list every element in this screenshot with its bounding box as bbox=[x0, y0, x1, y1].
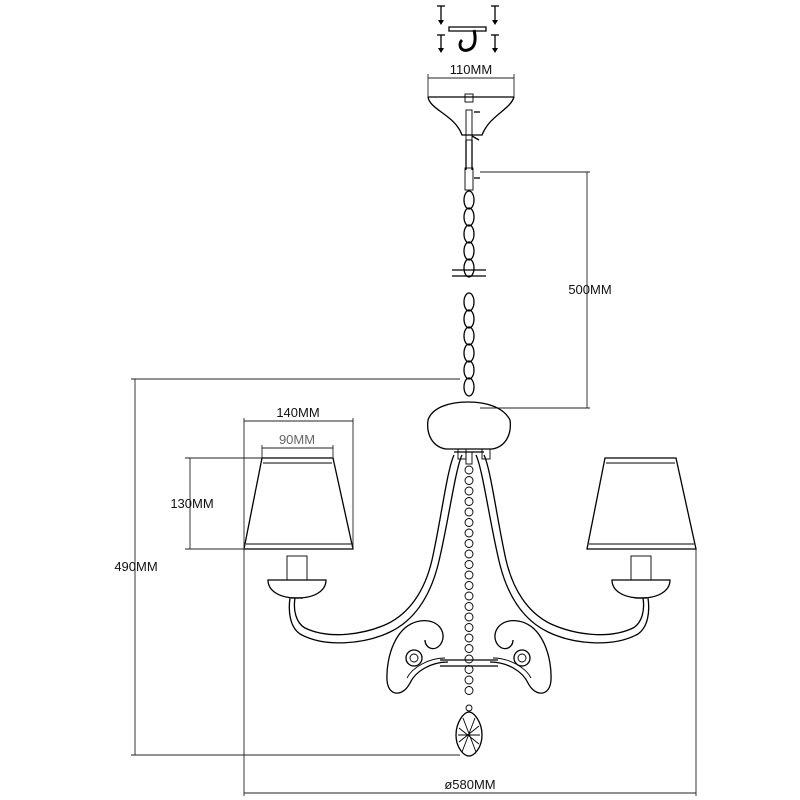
mounting-hardware bbox=[437, 5, 499, 53]
bead bbox=[464, 602, 474, 611]
screw-icon bbox=[491, 5, 499, 25]
screw-icon bbox=[437, 34, 445, 53]
screw-icon bbox=[491, 34, 499, 53]
bead bbox=[464, 654, 474, 664]
canopy-dimension: 110MM bbox=[427, 62, 515, 97]
canopy bbox=[427, 93, 515, 141]
bead bbox=[464, 665, 474, 674]
left-scroll-ornament bbox=[386, 620, 449, 694]
chain-link bbox=[463, 292, 475, 312]
chain-link bbox=[463, 377, 475, 397]
chain-dimension: 500MM bbox=[480, 171, 612, 409]
bead bbox=[464, 507, 474, 517]
chain-link bbox=[463, 258, 475, 278]
cross-bar bbox=[440, 659, 498, 667]
bead bbox=[464, 486, 474, 496]
chain-link bbox=[463, 207, 475, 227]
right-scroll-ornament bbox=[489, 620, 552, 694]
bead bbox=[464, 560, 474, 569]
shade-height-dimension: 130MM bbox=[170, 457, 262, 550]
bead bbox=[464, 633, 474, 643]
chain-link bbox=[463, 190, 475, 210]
bead bbox=[464, 644, 474, 653]
bead bbox=[464, 465, 474, 475]
shade-top-width-dimension: 90MM bbox=[261, 432, 334, 458]
bead bbox=[464, 675, 474, 685]
shade-height-label: 130MM bbox=[170, 496, 213, 511]
bead bbox=[464, 497, 474, 506]
chain-link bbox=[463, 224, 475, 244]
chain-link bbox=[463, 360, 475, 380]
left-candle-cup bbox=[267, 555, 327, 599]
mounting-bracket bbox=[448, 26, 487, 32]
chain-break-icon bbox=[452, 269, 486, 277]
total-height-label: 490MM bbox=[114, 559, 157, 574]
bead bbox=[464, 591, 474, 601]
diameter-label: ø580MM bbox=[444, 777, 495, 792]
shade-bottom-width-label: 140MM bbox=[276, 405, 319, 420]
diameter-dimension: ø580MM bbox=[243, 549, 697, 796]
shade-top-width-label: 90MM bbox=[279, 432, 315, 447]
right-arm bbox=[475, 454, 650, 644]
chain-link bbox=[463, 326, 475, 346]
bead bbox=[464, 623, 474, 632]
bead bbox=[464, 476, 474, 485]
shade-bottom-width-dimension: 140MM bbox=[243, 405, 354, 549]
right-lamp-shade bbox=[586, 457, 697, 550]
bead bbox=[464, 518, 474, 527]
hub bbox=[427, 401, 511, 465]
bead bbox=[464, 686, 474, 695]
bead bbox=[464, 581, 474, 590]
canopy-width-label: 110MM bbox=[450, 62, 492, 77]
bead bbox=[464, 528, 474, 538]
bead bbox=[464, 539, 474, 548]
left-arm bbox=[288, 454, 463, 644]
total-height-dimension: 490MM bbox=[114, 378, 460, 756]
chain bbox=[452, 140, 486, 397]
bead bbox=[464, 612, 474, 622]
crystal-pendant-icon bbox=[455, 704, 483, 757]
bead-string bbox=[464, 465, 474, 695]
bead bbox=[464, 549, 474, 559]
bead bbox=[464, 570, 474, 580]
chain-link bbox=[463, 241, 475, 261]
chain-length-label: 500MM bbox=[568, 282, 611, 297]
right-candle-cup bbox=[611, 555, 671, 599]
hook-icon bbox=[458, 29, 477, 52]
chain-link bbox=[463, 343, 475, 363]
screw-icon bbox=[437, 5, 445, 25]
left-lamp-shade bbox=[243, 457, 354, 550]
chain-link bbox=[463, 309, 475, 329]
